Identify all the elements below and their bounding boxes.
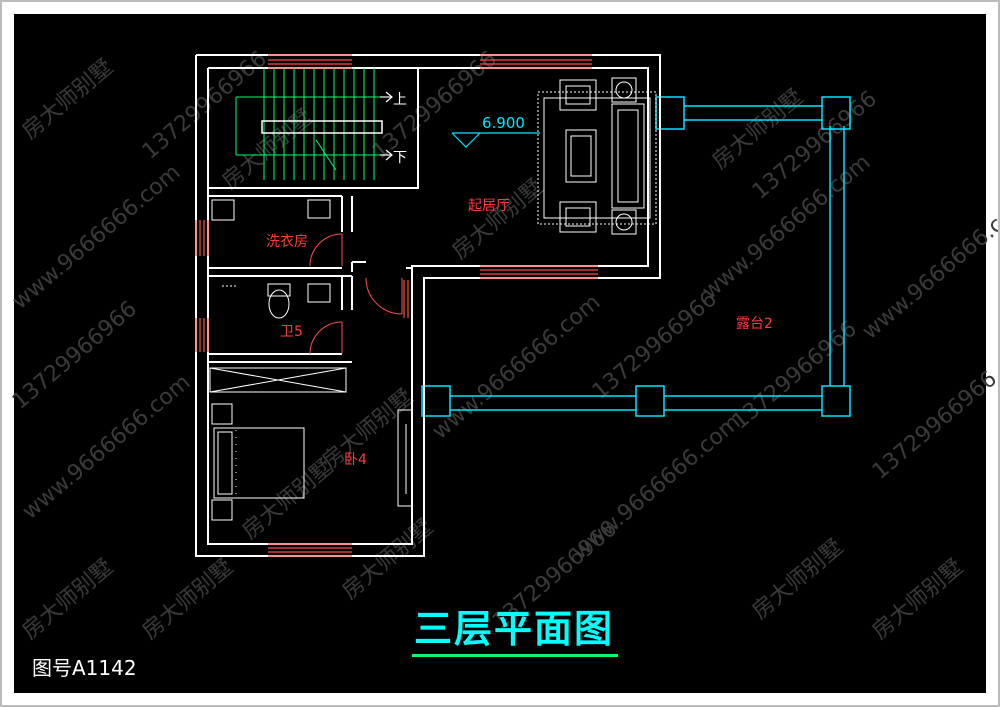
- watermark-site: www.9666666.com: [858, 190, 1000, 345]
- drawing-frame: [14, 14, 986, 693]
- watermark-phone: 13729966966: [728, 316, 862, 434]
- staircase: 上 下: [235, 68, 418, 189]
- drawing-title: 三层平面图: [413, 607, 614, 651]
- watermark-brand: 房大师别墅: [138, 555, 238, 645]
- watermark-brand: 房大师别墅: [748, 535, 848, 625]
- doors: [309, 233, 403, 355]
- stair-down-label: 下: [393, 150, 407, 166]
- terrace-column: [821, 96, 851, 130]
- watermark-brand: 房大师别墅: [18, 55, 118, 145]
- label-living: 起居厅: [468, 198, 510, 214]
- windows: [195, 54, 598, 557]
- watermark-brand: 房大师别墅: [448, 175, 548, 265]
- terrace-rail: [421, 96, 851, 417]
- watermark-brand: 房大师别墅: [238, 455, 338, 545]
- stair-up-label: 上: [393, 92, 407, 108]
- watermark-brand: 房大师别墅: [218, 105, 318, 195]
- elevation-marker: 6.900: [451, 114, 540, 148]
- label-bath: 卫5: [280, 324, 303, 340]
- walls: [195, 54, 661, 557]
- terrace-column: [821, 385, 851, 417]
- watermark-brand: 房大师别墅: [868, 555, 968, 645]
- watermark-phone: 13729966966: [588, 286, 722, 404]
- watermark-brand: 房大师别墅: [18, 555, 118, 645]
- watermark-site: www.9666666.com: [568, 410, 746, 565]
- drawing-number: 图号A1142: [32, 656, 137, 680]
- bath-fixtures: [222, 283, 331, 319]
- watermark-site: www.9666666.com: [428, 290, 606, 445]
- watermark-site: www.9666666.com: [8, 160, 186, 315]
- sofa-set: [537, 77, 657, 235]
- label-bedroom: 卧4: [344, 452, 367, 468]
- terrace-column: [421, 385, 451, 417]
- label-laundry: 洗衣房: [266, 234, 308, 250]
- watermark-phone: 13729966966: [8, 296, 142, 414]
- laundry-fixtures: [211, 199, 331, 221]
- watermark-layer: 房大师别墅 房大师别墅 房大师别墅 房大师别墅 房大师别墅 房大师别墅 房大师别…: [8, 46, 1000, 644]
- label-terrace: 露台2: [736, 316, 773, 332]
- terrace-column: [655, 96, 685, 130]
- terrace-column: [635, 385, 665, 417]
- watermark-phone: 13729966966: [868, 366, 1000, 484]
- elevation-label: 6.900: [482, 114, 525, 132]
- watermark-brand: 房大师别墅: [318, 385, 418, 475]
- bedroom-furniture: [209, 367, 413, 521]
- room-labels: 起居厅 洗衣房 卫5 卧4 露台2: [266, 198, 773, 468]
- title-underline: [412, 654, 618, 657]
